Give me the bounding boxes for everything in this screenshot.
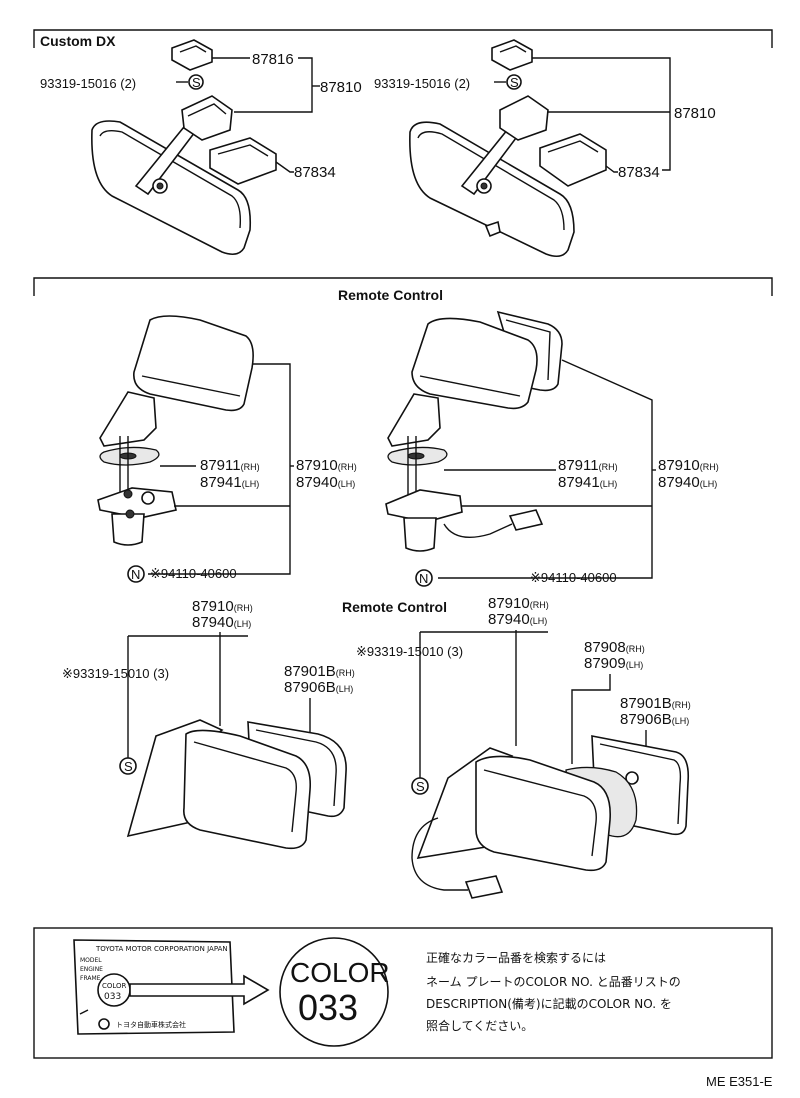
nut-n-icon-right bbox=[415, 569, 433, 587]
part-87909: 87909(LH) bbox=[584, 655, 643, 672]
note-line-2: ネーム プレートのCOLOR NO. と品番リストの bbox=[426, 975, 681, 989]
nut-n-icon bbox=[127, 565, 145, 583]
section-header-custom-dx: Custom DX bbox=[40, 33, 116, 49]
part-93319-15010-right: ※93319-15010 (3) bbox=[356, 644, 463, 659]
part-87908: 87908(RH) bbox=[584, 639, 645, 656]
inner-mirror-left bbox=[91, 95, 252, 256]
part-87810-right: 87810 bbox=[674, 105, 716, 122]
screw-s-symbol: S bbox=[192, 75, 201, 90]
color-badge bbox=[279, 937, 389, 1047]
note-line-4: 照合してください。 bbox=[426, 1018, 533, 1033]
part-93319-15010-left: ※93319-15010 (3) bbox=[62, 666, 169, 681]
screw-s-icon-right bbox=[506, 74, 522, 90]
door-mirror-right-assembled bbox=[411, 735, 690, 899]
part-87834-right: 87834 bbox=[618, 164, 660, 181]
svg-text:FRAME: FRAME bbox=[80, 975, 101, 982]
part-87810-left: 87810 bbox=[320, 79, 362, 96]
part-87910-left: 87910(RH) bbox=[296, 457, 357, 474]
svg-text:TOYOTA MOTOR CORPORATION JAPAN: TOYOTA MOTOR CORPORATION JAPAN bbox=[95, 945, 228, 953]
cover-87834-right bbox=[539, 133, 607, 187]
leader-87910-right bbox=[438, 359, 653, 579]
part-93319-15016-right: 93319-15016 (2) bbox=[374, 76, 470, 91]
svg-text:N: N bbox=[419, 571, 428, 586]
section-header-remote-control: Remote Control bbox=[338, 287, 443, 303]
svg-text:S: S bbox=[124, 759, 133, 774]
clip-right bbox=[491, 39, 533, 71]
svg-text:033: 033 bbox=[104, 992, 121, 1002]
part-87901b-right: 87901B(RH) bbox=[620, 695, 691, 712]
screw-s-icon bbox=[188, 74, 204, 90]
arrow-right-icon bbox=[129, 974, 270, 1006]
part-87940-right: 87940(LH) bbox=[658, 474, 717, 491]
color-badge-word: COLOR bbox=[290, 957, 390, 988]
section-bracket-remote bbox=[33, 277, 773, 296]
part-87940-bl: 87940(LH) bbox=[192, 614, 251, 631]
section-header-remote-control-2: Remote Control bbox=[342, 599, 447, 615]
svg-text:COLOR: COLOR bbox=[102, 982, 127, 990]
part-87940-left: 87940(LH) bbox=[296, 474, 355, 491]
cover-87834-left bbox=[209, 137, 277, 185]
part-87906b-right: 87906B(LH) bbox=[620, 711, 689, 728]
part-87816: 87816 bbox=[252, 51, 294, 68]
clip-87816-left bbox=[171, 39, 213, 71]
part-87910-br: 87910(RH) bbox=[488, 595, 549, 612]
part-87911-left: 87911(RH) bbox=[200, 457, 260, 474]
diagram-code: ME E351-E bbox=[706, 1074, 773, 1089]
part-94110-left: ※94110-40600 bbox=[150, 566, 237, 581]
svg-text:N: N bbox=[131, 567, 140, 582]
leader-87910-left bbox=[148, 363, 291, 575]
svg-text:MODEL: MODEL bbox=[80, 957, 102, 964]
part-87941-left: 87941(LH) bbox=[200, 474, 259, 491]
color-badge-number: 033 bbox=[298, 987, 358, 1028]
inner-mirror-right bbox=[409, 95, 575, 258]
note-line-3: DESCRIPTION(備考)に記載のCOLOR NO. を bbox=[426, 996, 672, 1011]
door-mirror-left-assembled bbox=[126, 719, 347, 850]
part-94110-right: ※94110-40600 bbox=[530, 570, 617, 585]
part-93319-15016-left: 93319-15016 (2) bbox=[40, 76, 136, 91]
door-mirror-left-exploded bbox=[97, 315, 254, 546]
screw-s-icon-br bbox=[411, 777, 429, 795]
screw-s-icon-bl bbox=[119, 757, 137, 775]
part-87910-right: 87910(RH) bbox=[658, 457, 719, 474]
part-87834-left: 87834 bbox=[294, 164, 336, 181]
toyota-logo-icon bbox=[98, 1018, 110, 1030]
svg-text:S: S bbox=[510, 75, 519, 90]
part-87940-br: 87940(LH) bbox=[488, 611, 547, 628]
svg-text:ENGINE: ENGINE bbox=[80, 966, 103, 973]
leader-87810-left bbox=[234, 57, 313, 113]
part-87906b-left: 87906B(LH) bbox=[284, 679, 353, 696]
door-mirror-right-exploded bbox=[385, 310, 563, 552]
note-line-1: 正確なカラー品番を検索するには bbox=[426, 950, 606, 965]
part-87941-right: 87941(LH) bbox=[558, 474, 617, 491]
section-bracket-custom-dx bbox=[33, 29, 773, 48]
svg-text:トヨタ自動車株式会社: トヨタ自動車株式会社 bbox=[116, 1020, 186, 1029]
part-87911-right: 87911(RH) bbox=[558, 457, 618, 474]
leader-87834-left bbox=[275, 161, 294, 173]
part-87910-bl: 87910(RH) bbox=[192, 598, 253, 615]
svg-text:S: S bbox=[416, 779, 425, 794]
part-87901b-left: 87901B(RH) bbox=[284, 663, 355, 680]
color-note-box bbox=[33, 927, 773, 1059]
leader-87810-right bbox=[532, 57, 671, 171]
